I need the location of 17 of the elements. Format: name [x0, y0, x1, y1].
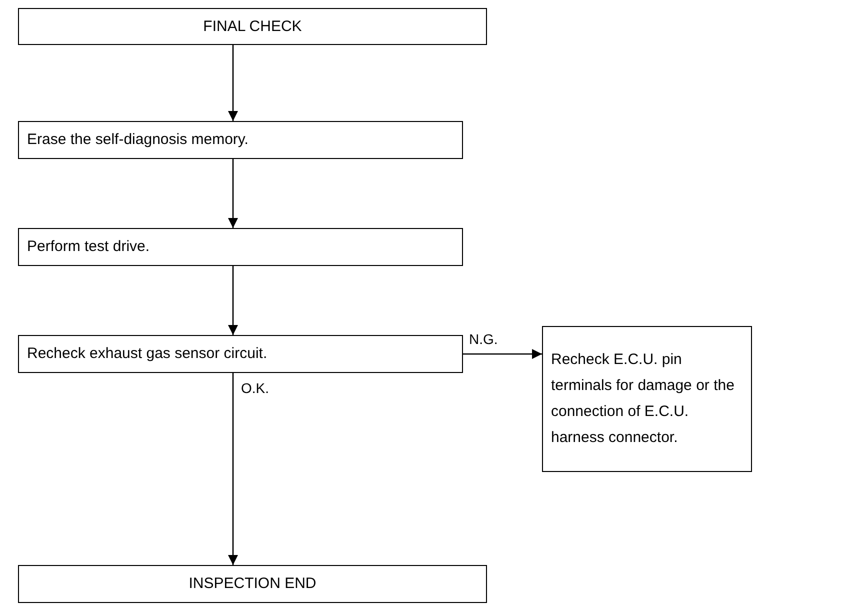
- arrow: [228, 45, 238, 121]
- box-text: Perform test drive.: [27, 237, 150, 257]
- arrow: [228, 373, 238, 565]
- box-text: INSPECTION END: [188, 574, 316, 594]
- process-box: [18, 565, 487, 603]
- process-box: [18, 8, 487, 45]
- process-box: [18, 228, 463, 266]
- box-text: FINAL CHECK: [203, 16, 302, 36]
- process-box: [18, 121, 463, 159]
- box-text: Recheck E.C.U. pin terminals for damage or the connection of E.C.U. harness connector.: [551, 350, 736, 448]
- process-box: [18, 335, 463, 373]
- process-box: [542, 326, 752, 472]
- arrow: [228, 159, 238, 228]
- arrow: [463, 349, 542, 359]
- arrow: [228, 266, 238, 335]
- box-text: Recheck exhaust gas sensor circuit.: [27, 344, 268, 364]
- box-text: Erase the self-diagnosis memory.: [27, 130, 248, 150]
